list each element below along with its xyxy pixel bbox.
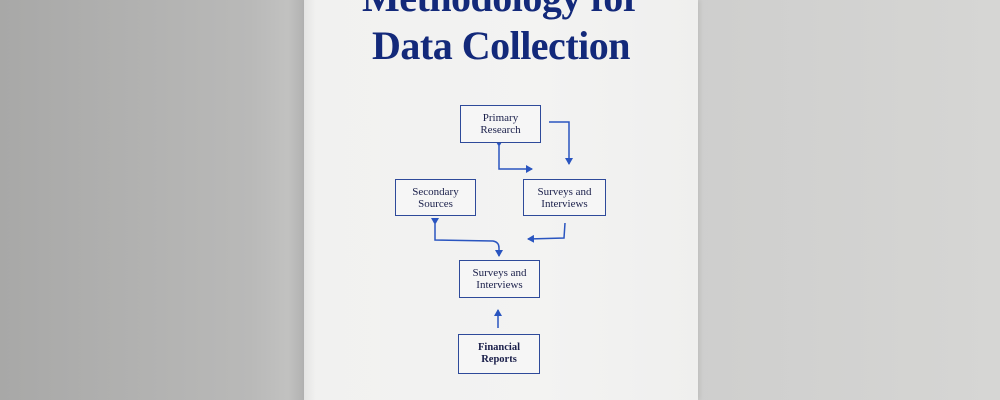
node-primary-research: Primary Research bbox=[460, 105, 541, 143]
arrow-center-secondary bbox=[431, 218, 503, 257]
book-cover: Methodology for Data Collection bbox=[304, 0, 698, 400]
node-label: Surveys and Interviews bbox=[537, 185, 592, 210]
node-financial-reports: Financial Reports bbox=[458, 334, 540, 374]
cover-title-line1: Methodology for bbox=[304, 0, 698, 18]
node-label: Surveys and Interviews bbox=[472, 267, 527, 291]
arrow-primary-loop bbox=[495, 140, 533, 173]
node-label: Financial Reports bbox=[477, 342, 520, 365]
arrow-surveys-to-center bbox=[527, 222, 566, 243]
node-surveys-interviews-right: Surveys and Interviews bbox=[523, 179, 606, 216]
node-secondary-sources: Secondary Sources bbox=[395, 179, 476, 216]
cover-title-line2: Data Collection bbox=[371, 23, 631, 68]
node-label: Primary Research bbox=[480, 112, 521, 136]
book-shadow bbox=[288, 0, 308, 400]
node-label: Secondary Sources bbox=[412, 185, 459, 210]
arrow-primary-to-surveys bbox=[549, 121, 573, 165]
node-surveys-interviews-center: Surveys and Interviews bbox=[459, 260, 540, 298]
